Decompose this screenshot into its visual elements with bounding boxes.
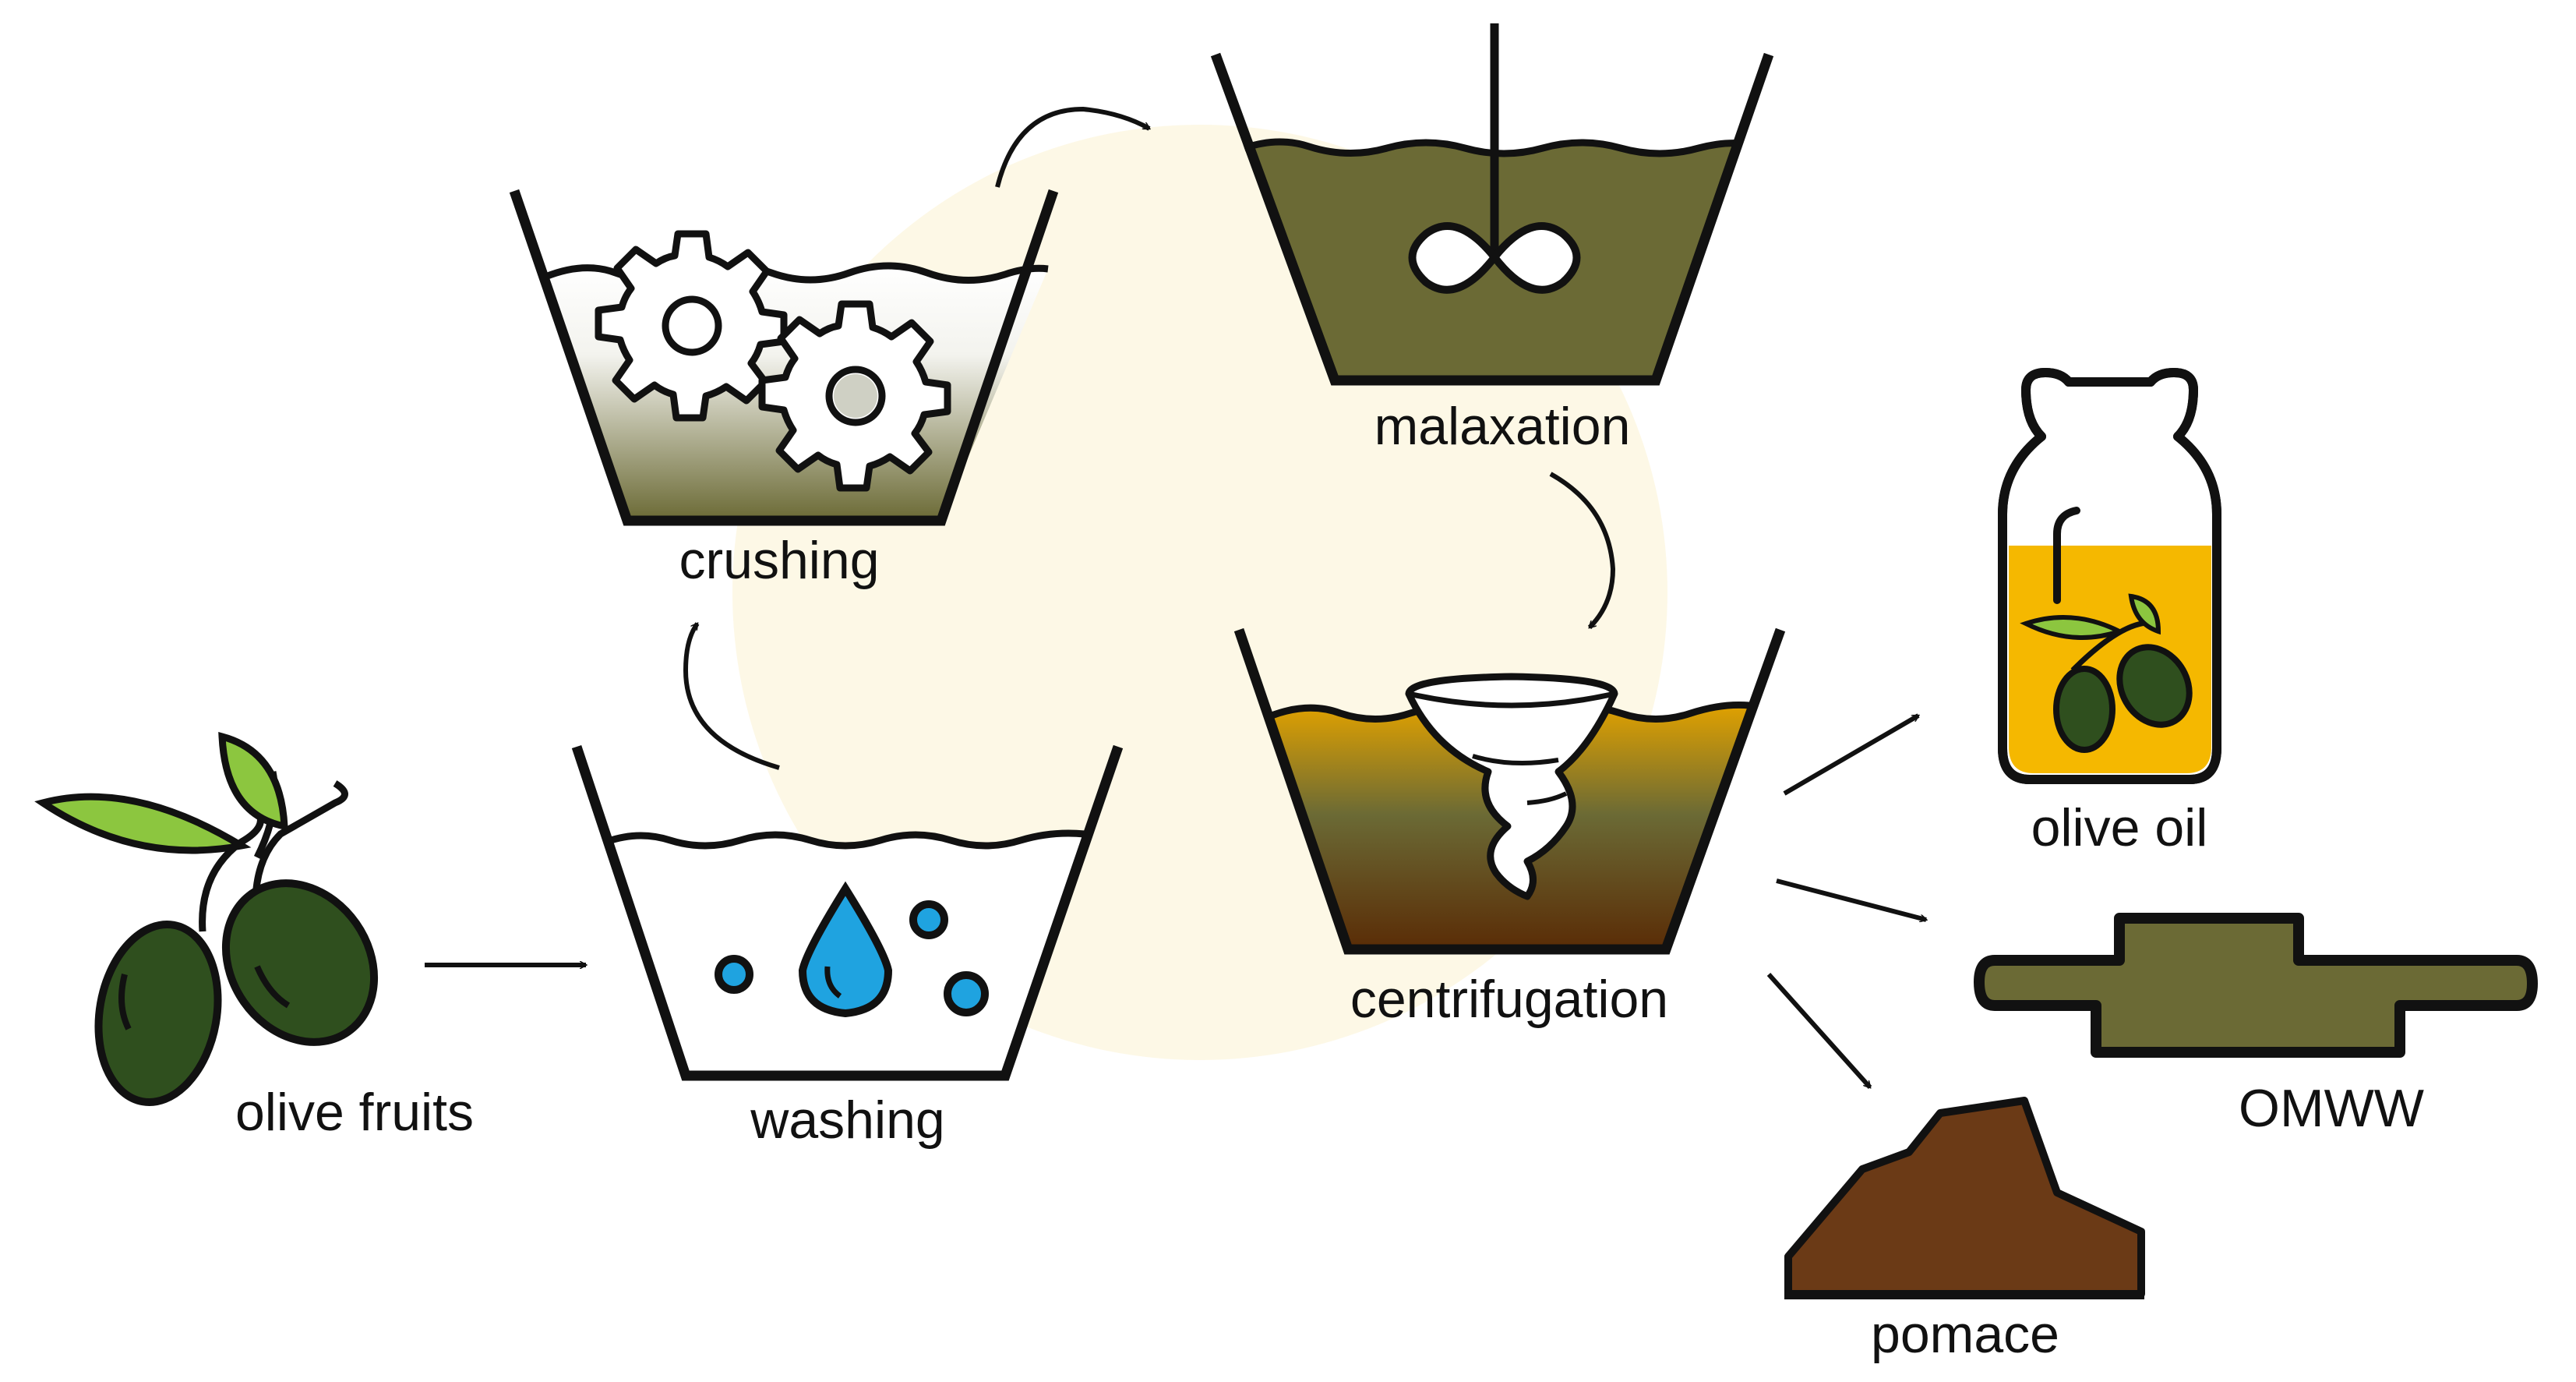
arrow-to-omww — [1776, 878, 1926, 920]
label-washing: washing — [750, 1090, 945, 1150]
olive-branch-icon — [34, 732, 379, 1106]
pomace-pile-icon — [1784, 1097, 2145, 1299]
water-drop-icon — [715, 881, 989, 1018]
label-crushing: crushing — [679, 531, 879, 590]
label-olive-oil: olive oil — [2031, 798, 2208, 857]
arrow-to-olive-oil — [1783, 713, 1918, 796]
arrow-to-malaxation — [995, 106, 1149, 188]
arrow-to-pomace — [1766, 972, 1872, 1090]
label-omww: OMWW — [2239, 1079, 2424, 1138]
wastewater-puddle-icon — [1974, 913, 2538, 1058]
tornado-icon — [1405, 673, 1618, 900]
gear-icon — [595, 230, 951, 492]
label-malaxation: malaxation — [1374, 397, 1631, 456]
label-olive-fruits: olive fruits — [235, 1083, 474, 1142]
label-centrifugation: centrifugation — [1350, 970, 1668, 1029]
mixer-blade-icon — [1408, 23, 1581, 294]
arrow-to-crushing — [683, 624, 780, 770]
label-pomace: pomace — [1871, 1305, 2059, 1364]
arrow-to-centrifugation — [1549, 472, 1616, 630]
oil-bottle-icon — [1998, 368, 2221, 784]
